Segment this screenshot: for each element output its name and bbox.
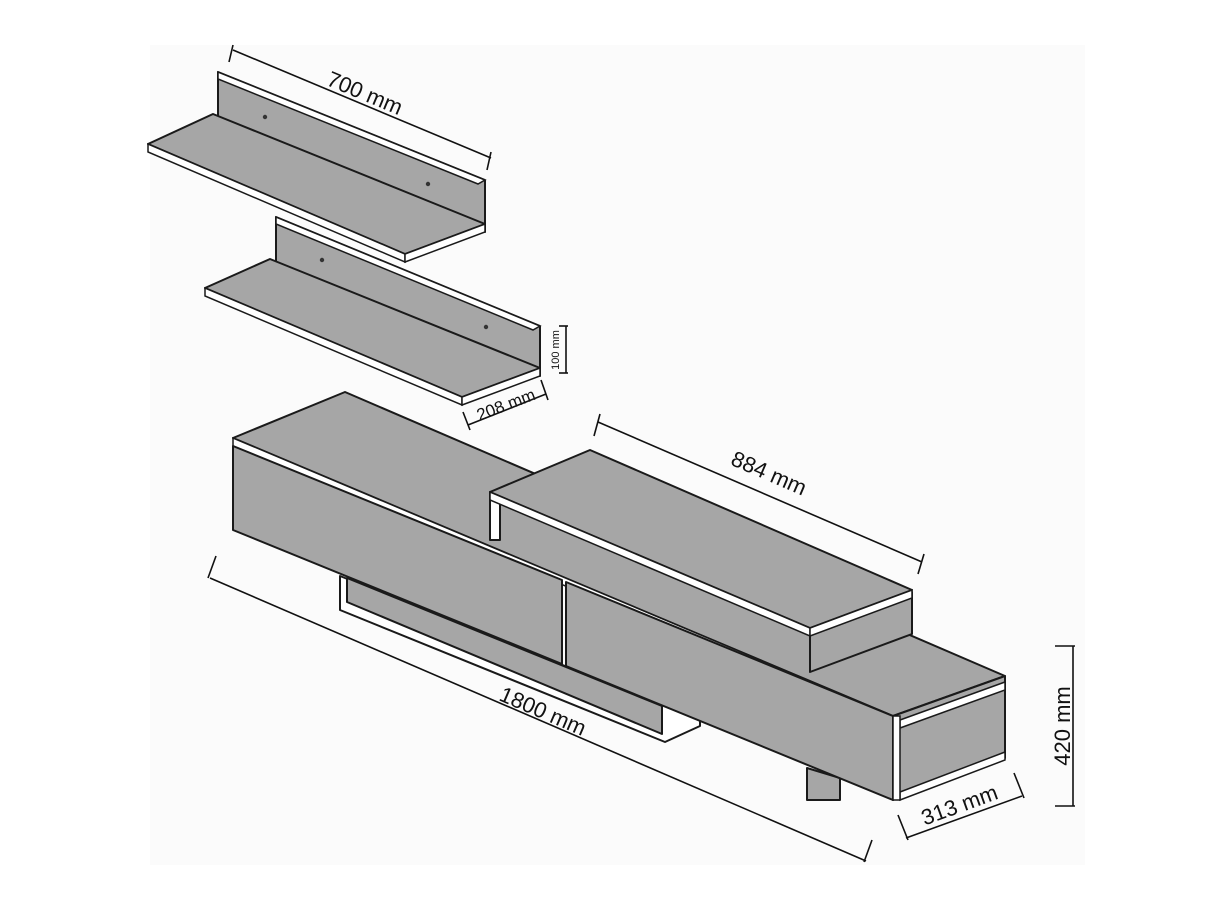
left-plinth-inner bbox=[346, 577, 663, 735]
screw-hole bbox=[262, 114, 268, 120]
screw-hole bbox=[483, 324, 489, 330]
label-cabinet-height: 420 mm bbox=[1050, 686, 1075, 765]
front-door-left[interactable] bbox=[232, 445, 563, 665]
side-compartment-left-edge bbox=[892, 715, 901, 801]
wall-shelf-lower bbox=[204, 215, 542, 407]
dim-shelf-height: 100 mm bbox=[550, 325, 568, 374]
shelf-upper-back-edge bbox=[217, 70, 487, 185]
shelf-lower-side-edge bbox=[461, 366, 541, 407]
tv-cabinet bbox=[232, 391, 1006, 802]
wall-shelf-upper bbox=[147, 70, 487, 264]
dim-cabinet-height: 420 mm bbox=[1050, 645, 1075, 807]
screw-hole bbox=[425, 181, 431, 187]
shelf-lower-back-edge bbox=[275, 215, 542, 331]
top-unit-side-edge bbox=[809, 588, 913, 638]
shelf-upper-side-edge bbox=[404, 222, 486, 264]
label-shelf-height: 100 mm bbox=[550, 330, 562, 370]
screw-hole bbox=[319, 257, 325, 263]
